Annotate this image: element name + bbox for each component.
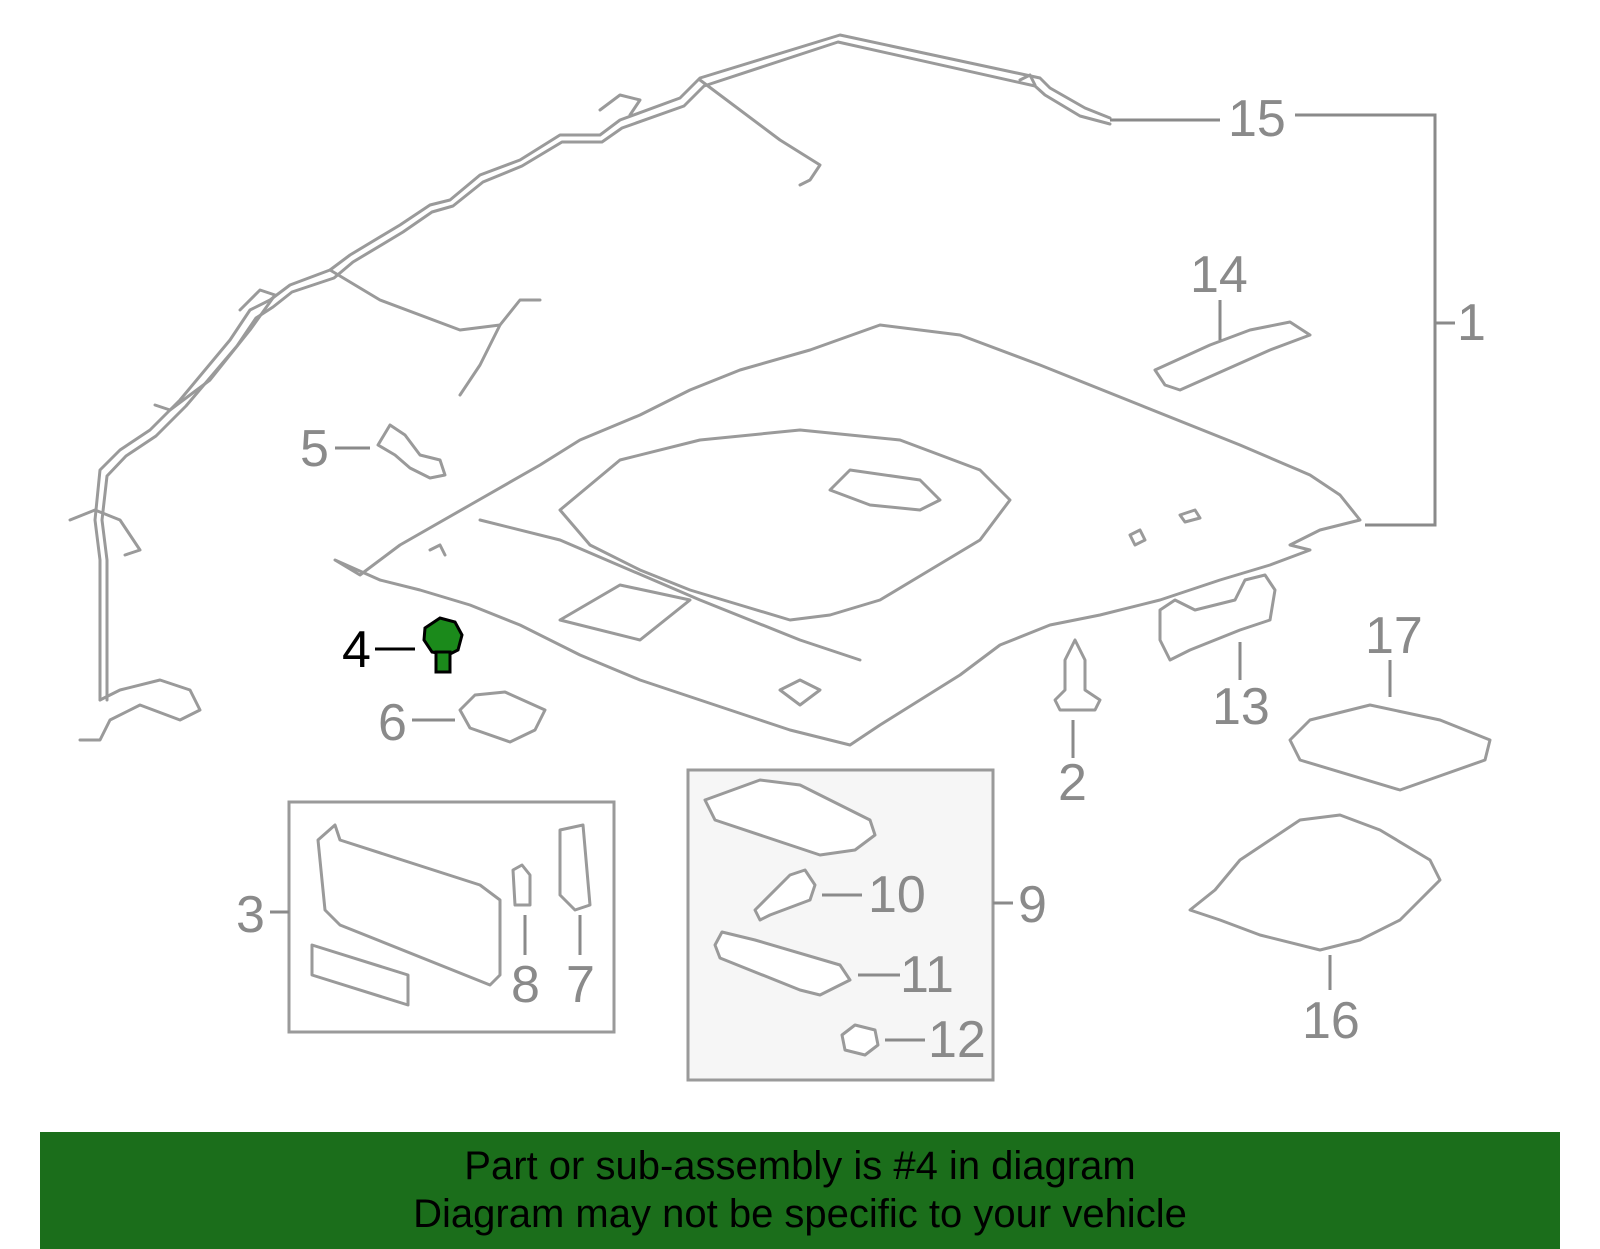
banner-line-2: Diagram may not be specific to your vehi… <box>413 1192 1187 1236</box>
part-12-nut <box>840 1023 880 1057</box>
callout-6: 6 <box>378 694 407 752</box>
callout-5: 5 <box>300 420 329 478</box>
part-11-lens <box>713 930 852 997</box>
box-3-sunvisor <box>287 800 616 1034</box>
callout-12: 12 <box>928 1011 986 1069</box>
leader-1-bracket <box>1295 113 1437 527</box>
callout-4: 4 <box>342 621 371 679</box>
callout-9: 9 <box>1018 876 1047 934</box>
callout-7: 7 <box>566 956 595 1014</box>
callout-15: 15 <box>1228 90 1286 148</box>
part-5-clip <box>376 423 447 480</box>
callout-17: 17 <box>1365 607 1423 665</box>
callout-1: 1 <box>1457 294 1486 352</box>
wiring-harness <box>68 33 1112 742</box>
callout-10: 10 <box>868 866 926 924</box>
part-6-cover <box>458 690 547 744</box>
callout-8: 8 <box>511 956 540 1014</box>
part-4-bolt <box>422 616 464 674</box>
part-8-piece <box>511 863 532 907</box>
light-housing <box>703 778 877 857</box>
part-16-console <box>1188 813 1442 952</box>
headliner <box>333 323 1362 747</box>
banner-line-1: Part or sub-assembly is #4 in diagram <box>464 1144 1136 1188</box>
part-7-piece <box>558 823 592 912</box>
callout-14: 14 <box>1190 246 1248 304</box>
part-2-clip <box>1053 638 1102 712</box>
callout-16: 16 <box>1302 992 1360 1050</box>
callout-11: 11 <box>900 946 954 1004</box>
part-17-console <box>1288 703 1492 792</box>
callout-13: 13 <box>1212 678 1270 736</box>
callout-3: 3 <box>236 886 265 944</box>
sunvisor-shape <box>316 823 502 987</box>
part-14-bracket <box>1153 320 1312 392</box>
part-13-handle <box>1158 573 1277 662</box>
callout-2: 2 <box>1058 754 1087 812</box>
part-10-clip <box>753 868 817 922</box>
info-banner: Part or sub-assembly is #4 in diagram Di… <box>40 1132 1560 1249</box>
